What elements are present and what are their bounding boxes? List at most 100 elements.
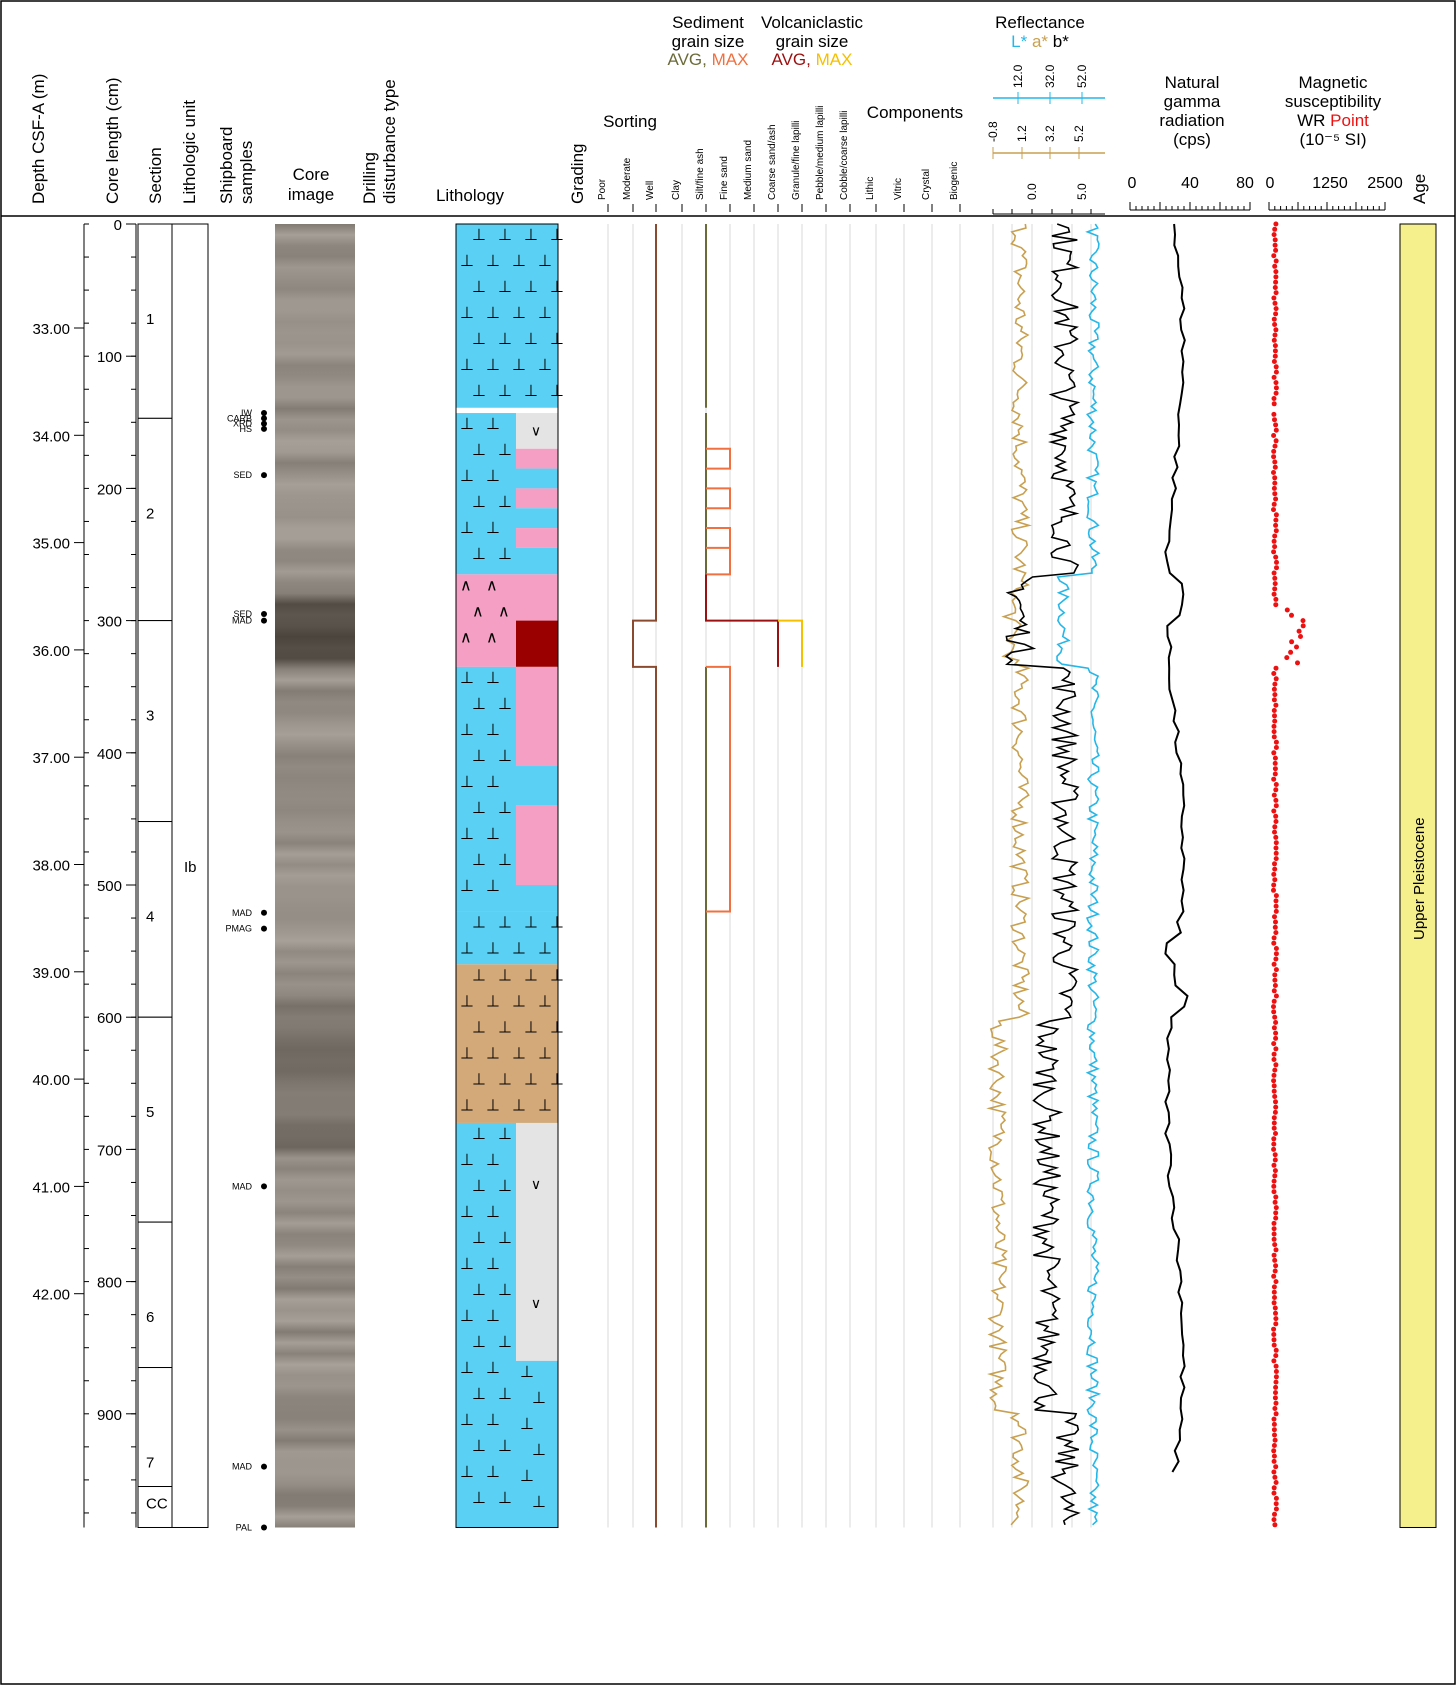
refl-L-label: L* [1011, 32, 1027, 51]
section-box [137, 1221, 173, 1369]
section-box [137, 1486, 173, 1528]
depth-header: Depth CSF-A (m) [29, 74, 48, 204]
ash-stripe [516, 508, 558, 529]
brown-symbol: ⊥ [486, 1045, 500, 1062]
ms-point [1271, 1332, 1277, 1337]
ms-point [1273, 1046, 1279, 1052]
ms-point [1273, 221, 1279, 227]
ms-point [1273, 306, 1279, 312]
ms-point [1273, 1353, 1279, 1359]
calcareous-symbol: ⊥ [538, 357, 552, 374]
ms-point [1271, 1125, 1277, 1131]
ms-point [1273, 290, 1279, 296]
ms-point [1271, 253, 1277, 259]
ms-point [1272, 300, 1278, 306]
components-header: Components [867, 103, 963, 122]
ash-symbol: ∧ [460, 577, 472, 594]
brown-symbol: ⊥ [524, 967, 538, 984]
ms-point [1272, 1522, 1278, 1528]
grain-tick-label: Cobble/coarse lapilli [839, 111, 850, 201]
calcareous-block [456, 911, 558, 965]
age-header: Age [1410, 174, 1429, 204]
calcareous-symbol: ⊥ [472, 800, 486, 817]
calcareous-symbol: ⊥ [472, 1126, 486, 1143]
ash-stripe [516, 547, 558, 575]
grain-tick-label: Silt/fine ash [695, 148, 706, 200]
ms-point [1272, 1432, 1277, 1438]
ms-point [1273, 327, 1279, 333]
ms-point [1273, 1347, 1279, 1353]
ms-point [1273, 247, 1279, 253]
refl-a-tick-label: 3.2 [1043, 125, 1057, 142]
ms-point [1273, 834, 1279, 840]
sorting-header: Sorting [603, 112, 657, 131]
calcareous-symbol: ⊥ [524, 227, 538, 244]
ms-point [1271, 485, 1277, 491]
ms-wr-label: WR [1297, 111, 1325, 130]
ms-point [1271, 411, 1277, 417]
sed-grain-legend: AVG, MAX [668, 50, 749, 69]
sample-label: SED [233, 609, 252, 619]
sample-dot [261, 617, 267, 624]
ms-point [1271, 570, 1277, 576]
ms-point [1271, 1427, 1277, 1433]
ms-point [1272, 713, 1277, 719]
refl-a-tick-label: 1.2 [1015, 125, 1029, 142]
ngr-tick-label: 80 [1236, 175, 1254, 192]
ash-symbol: ∧ [486, 629, 498, 646]
brown-symbol: ⊥ [472, 1071, 486, 1088]
ms-point [1273, 279, 1279, 285]
calcareous-symbol: ⊥ [498, 546, 512, 563]
section-label: 1 [146, 311, 154, 328]
ms-point [1271, 374, 1277, 380]
ngr-tick-label: 40 [1181, 175, 1199, 192]
calcareous-symbol: ⊥ [472, 1282, 486, 1299]
ms-point [1273, 1321, 1279, 1327]
volc-avg-line [705, 574, 779, 667]
calcareous-symbol: ⊥ [498, 1126, 512, 1143]
ash-symbol: ∧ [486, 577, 498, 594]
ms-point [1271, 1220, 1277, 1226]
unsampled-block [516, 413, 558, 449]
drilling-header-2: disturbance type [380, 79, 399, 204]
ms-point [1271, 1458, 1277, 1464]
calcareous-symbol: ⊥ [520, 1364, 534, 1381]
calcareous-block [456, 413, 516, 575]
calcareous-symbol: ⊥ [498, 331, 512, 348]
ms-point [1273, 369, 1279, 375]
calcareous-symbol: ⊥ [460, 1360, 474, 1377]
grain-tick-label: Pebble/medium lapilli [815, 106, 826, 201]
calcareous-symbol: ⊥ [472, 1386, 486, 1403]
age-label: Upper Pleistocene [1411, 817, 1428, 940]
ms-point [1273, 1369, 1279, 1374]
sorting-line [632, 224, 657, 1528]
calcareous-symbol: ⊥ [524, 914, 538, 931]
ms-point [1273, 1495, 1279, 1501]
ms-point [1271, 935, 1277, 941]
ms-point [1271, 1300, 1277, 1306]
ms-point [1273, 993, 1279, 999]
ms-point [1300, 618, 1306, 624]
ms-point [1271, 776, 1277, 782]
sample-label: CARB [227, 413, 252, 423]
calcareous-symbol: ⊥ [550, 914, 564, 931]
ash-block [516, 574, 558, 621]
ms-point [1273, 1131, 1278, 1136]
ms-point [1272, 1094, 1278, 1099]
ms-point [1272, 263, 1278, 269]
brown-symbol: ⊥ [486, 993, 500, 1010]
ms-point [1272, 1305, 1278, 1311]
sample-dot [261, 472, 267, 479]
depth-axis: 33.0034.0035.0036.0037.0038.0039.0040.00… [32, 223, 89, 1528]
core-photo [275, 224, 355, 1528]
calcareous-symbol: ⊥ [550, 279, 564, 296]
brown-symbol: ⊥ [550, 1071, 564, 1088]
calcareous-symbol: ⊥ [532, 1494, 546, 1511]
ms-point [1272, 1014, 1278, 1020]
length-label: 0 [114, 217, 122, 234]
calcareous-symbol: ⊥ [486, 722, 500, 739]
ms-point [1273, 840, 1279, 846]
ms-point [1273, 930, 1279, 936]
ms-point [1273, 856, 1279, 862]
